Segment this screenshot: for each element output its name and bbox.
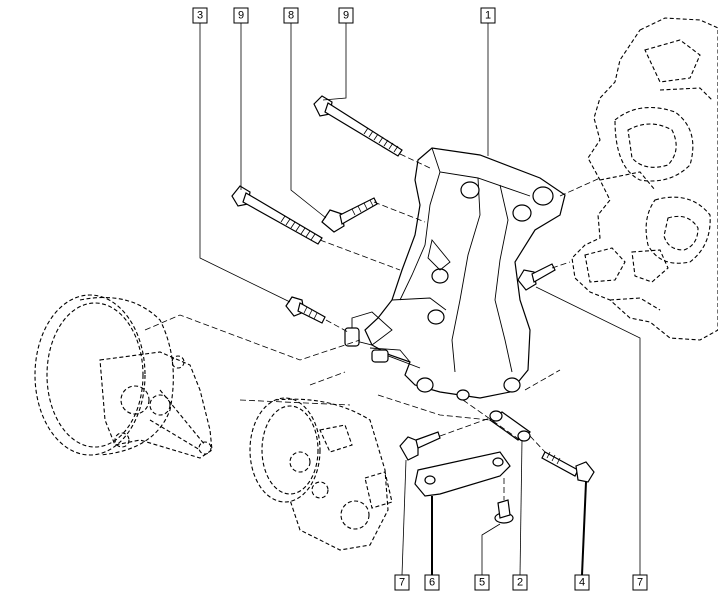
alternator-outline <box>249 397 393 551</box>
callout-label: 5 <box>479 577 485 589</box>
callout-label: 7 <box>399 577 405 589</box>
long-bolt-top <box>313 95 403 157</box>
callout-9-top: 9 <box>338 7 354 24</box>
callout-7-lower: 7 <box>394 574 410 591</box>
callout-3: 3 <box>192 7 208 24</box>
callout-label: 2 <box>517 577 523 589</box>
support-strap <box>414 451 511 497</box>
callout-1: 1 <box>480 7 496 24</box>
bolt-7-right <box>517 263 556 291</box>
callout-5: 5 <box>474 574 490 591</box>
short-bolt-8 <box>321 197 378 233</box>
callout-8: 8 <box>283 7 299 24</box>
callout-label: 1 <box>485 10 491 22</box>
pump-pulley-outline <box>34 294 213 459</box>
callout-label: 9 <box>343 10 349 22</box>
small-screw <box>494 499 514 524</box>
leader-lines <box>144 22 641 576</box>
long-bolt-middle <box>231 185 323 245</box>
callout-label: 4 <box>579 577 585 589</box>
spacer-sleeve <box>488 410 532 442</box>
callout-7-right: 7 <box>632 574 648 591</box>
callout-9-left: 9 <box>233 7 249 24</box>
callout-label: 8 <box>288 10 294 22</box>
bolt-3 <box>285 296 326 324</box>
callout-6: 6 <box>424 574 440 591</box>
callout-label: 9 <box>238 10 244 22</box>
bolt-4 <box>541 451 595 483</box>
bolt-7-lower <box>399 431 441 461</box>
callout-4: 4 <box>574 574 590 591</box>
callout-label: 7 <box>637 577 643 589</box>
engine-block-outline <box>571 17 718 341</box>
callout-label: 6 <box>429 577 435 589</box>
callout-label: 3 <box>197 10 203 22</box>
main-bracket <box>344 147 566 401</box>
callout-2: 2 <box>512 574 528 591</box>
